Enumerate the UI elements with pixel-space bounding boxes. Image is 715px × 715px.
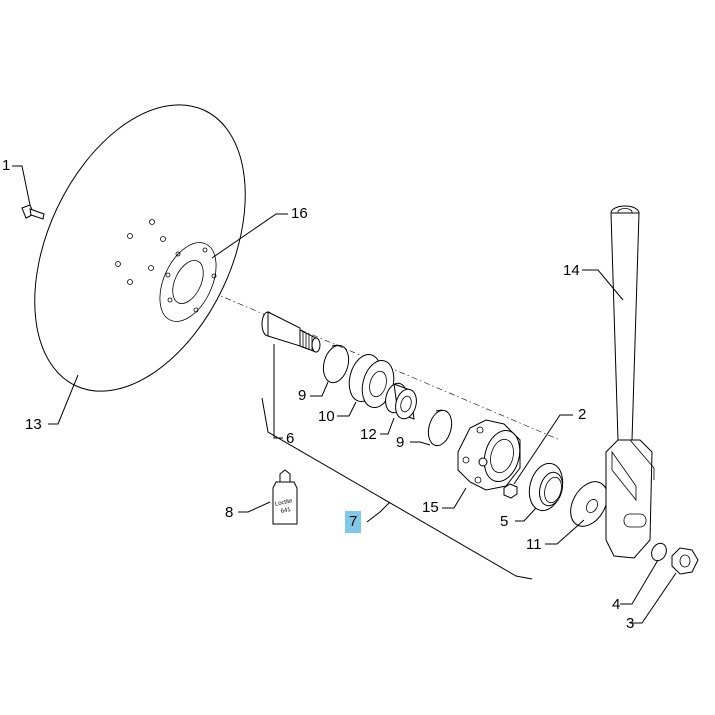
callout-3: 3	[626, 615, 635, 632]
shaft	[261, 311, 321, 353]
bottle-label-line2: 641	[280, 507, 292, 515]
callout-6: 6	[286, 430, 295, 447]
callout-15: 15	[422, 499, 439, 516]
callout-7: 7	[345, 511, 362, 533]
hex-nut	[671, 547, 699, 575]
seal	[528, 462, 564, 512]
callout-16: 16	[291, 205, 308, 222]
callout-10: 10	[318, 408, 335, 425]
callout-4: 4	[612, 596, 621, 613]
bottle-label-line1: Loctite	[275, 498, 294, 508]
spacer	[385, 382, 417, 420]
disc	[34, 104, 246, 392]
callout-13: 13	[25, 416, 42, 433]
hub	[457, 419, 521, 491]
callout-5: 5	[500, 513, 509, 530]
small-washer	[651, 542, 667, 562]
bolt	[21, 204, 45, 220]
callout-2: 2	[578, 406, 587, 423]
callout-14: 14	[563, 262, 580, 279]
washer	[570, 481, 608, 527]
circlip-upper	[322, 344, 350, 384]
callout-1: 1	[2, 157, 11, 174]
small-nut	[503, 483, 518, 499]
circlip-lower	[427, 409, 453, 447]
callout-8: 8	[225, 504, 234, 521]
kit-bracket	[261, 397, 533, 580]
loctite-bottle: Loctite 641	[272, 469, 298, 525]
arm	[605, 205, 655, 559]
callout-12: 12	[360, 426, 377, 443]
callout-11: 11	[526, 536, 542, 553]
callout-9-upper: 9	[298, 387, 307, 404]
leader-lines	[12, 165, 677, 624]
callout-9-lower: 9	[396, 434, 405, 451]
